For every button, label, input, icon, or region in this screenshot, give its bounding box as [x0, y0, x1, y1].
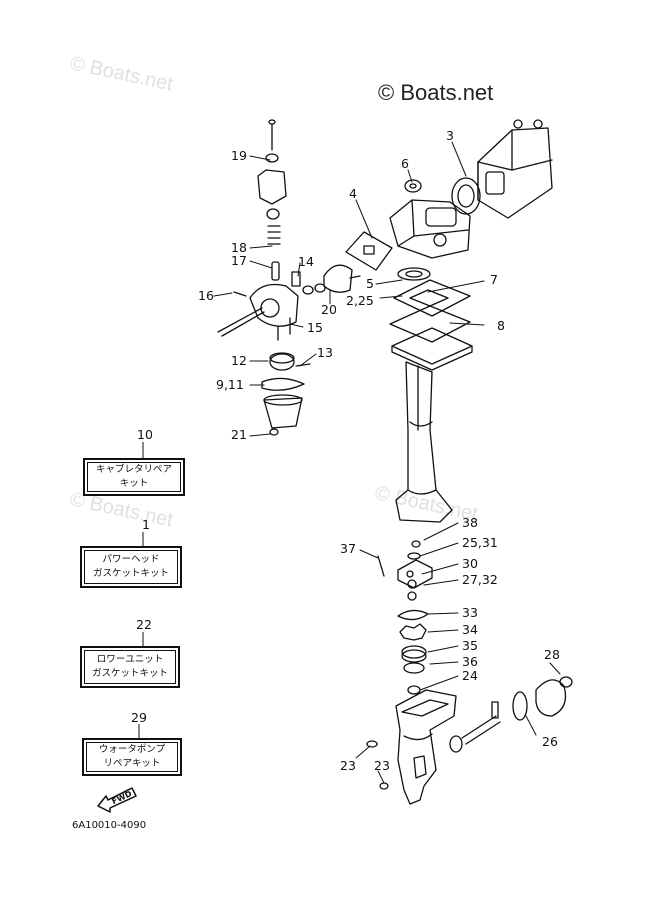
callout-35: 35 [462, 638, 478, 653]
callout-4: 4 [349, 186, 357, 201]
gasket-plates [389, 267, 473, 371]
callout-5: 5 [366, 276, 374, 291]
callout-38: 38 [462, 515, 478, 530]
callout-26: 26 [542, 734, 558, 749]
watermark-main: © Boats.net [378, 80, 494, 105]
kit-line: ウォータポンプ [98, 743, 166, 755]
carburetor [217, 119, 361, 436]
kit-line: パワーヘッド [102, 553, 160, 565]
callout-12: 12 [231, 353, 247, 368]
callout-28: 28 [544, 647, 560, 662]
water-pump [377, 540, 433, 695]
callout-19: 19 [231, 148, 247, 163]
kit-number: 22 [136, 617, 152, 632]
fwd-label: FWD [110, 789, 133, 806]
callout-7: 7 [490, 272, 498, 287]
callout-23: 23 [374, 758, 390, 773]
kit-box-lower-unit-gasket: ロワーユニット ガスケットキット [80, 646, 180, 688]
powerhead-block [451, 119, 553, 219]
callout-14: 14 [298, 254, 314, 269]
kit-line: リペアキット [103, 758, 161, 769]
callout-20: 20 [321, 302, 337, 317]
callout-33: 33 [462, 605, 478, 620]
callout-13: 13 [317, 345, 333, 360]
kit-box-water-pump-repair: ウォータポンプ リペアキット [82, 738, 182, 776]
callout-25-31: 25,31 [462, 535, 498, 550]
callout-16: 16 [198, 288, 214, 303]
driveshaft-housing [395, 361, 453, 523]
callout-24: 24 [462, 668, 478, 683]
cylinder-assembly [389, 199, 471, 259]
forward-arrow-icon: FWD [97, 787, 137, 813]
kit-line: ガスケットキット [92, 568, 169, 579]
callout-17: 17 [231, 253, 247, 268]
callout-6: 6 [401, 156, 409, 171]
kit-line: キャブレタリペア [95, 463, 172, 475]
callout-21: 21 [231, 427, 247, 442]
diagram-code: 6A10010-4090 [72, 820, 147, 831]
callout-37: 37 [340, 541, 356, 556]
callout-15: 15 [307, 320, 323, 335]
callout-23: 23 [340, 758, 356, 773]
kit-box-carburetor-repair: キャブレタリペア キット [83, 458, 185, 496]
kit-box-powerhead-gasket: パワーヘッド ガスケットキット [80, 546, 182, 588]
callout-27-32: 27,32 [462, 572, 498, 587]
callout-36: 36 [462, 654, 478, 669]
kit-number: 29 [131, 710, 147, 725]
callout-8: 8 [497, 318, 505, 333]
kit-number: 10 [137, 427, 153, 442]
callout-34: 34 [462, 622, 478, 637]
reed-valve-gasket [345, 231, 393, 271]
gearcase [366, 676, 573, 805]
callout-3: 3 [446, 128, 454, 143]
callout-30: 30 [462, 556, 478, 571]
callout-18: 18 [231, 240, 247, 255]
kit-number: 1 [142, 517, 150, 532]
seal-6 [404, 179, 422, 193]
kit-line: キット [119, 478, 149, 489]
kit-line: ロワーユニット [96, 653, 164, 665]
kit-line: ガスケットキット [91, 668, 168, 679]
callout-9-11: 9,11 [216, 377, 244, 392]
callout-2-25: 2,25 [346, 293, 374, 308]
